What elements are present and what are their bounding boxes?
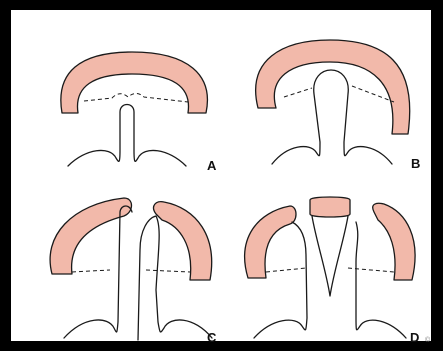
panel-letter-d: D [410, 330, 419, 345]
copyright-mark: © [425, 336, 431, 344]
panel-letter-c: C [207, 330, 217, 345]
panel-letter-b: B [411, 156, 420, 171]
panel-d-center-tissue-cap [310, 197, 350, 217]
panel-letter-a: A [207, 158, 217, 173]
